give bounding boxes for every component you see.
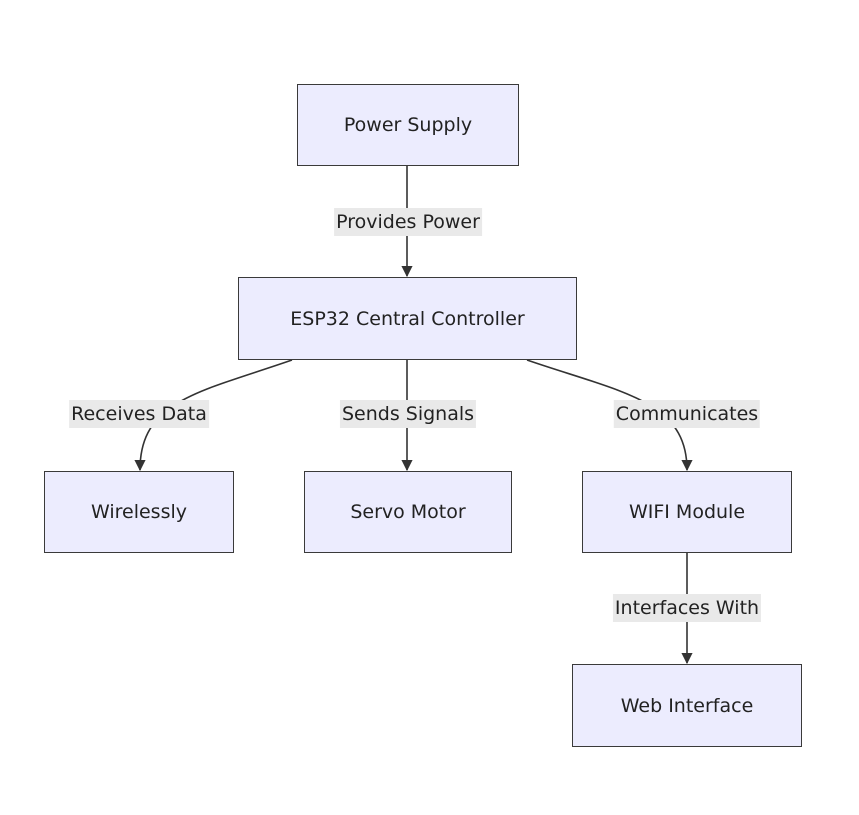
node-label: WIFI Module: [628, 501, 746, 523]
node-label: Power Supply: [343, 114, 473, 136]
node-wifi-module[interactable]: WIFI Module: [582, 471, 792, 553]
node-servo-motor[interactable]: Servo Motor: [304, 471, 512, 553]
edge-label-sends-signals: Sends Signals: [339, 400, 477, 428]
node-esp32-central-controller[interactable]: ESP32 Central Controller: [238, 277, 577, 360]
node-label: ESP32 Central Controller: [290, 307, 525, 330]
node-web-interface[interactable]: Web Interface: [572, 664, 802, 747]
node-wirelessly[interactable]: Wirelessly: [44, 471, 234, 553]
edge-label-interfaces-with: Interfaces With: [612, 594, 762, 622]
node-label: Servo Motor: [350, 501, 466, 523]
node-label: Web Interface: [620, 694, 754, 717]
edge-label-provides-power: Provides Power: [334, 208, 482, 236]
edge-label-communicates: Communicates: [613, 400, 761, 428]
node-label: Wirelessly: [90, 501, 188, 523]
edge-label-receives-data: Receives Data: [69, 400, 209, 428]
node-power-supply[interactable]: Power Supply: [297, 84, 519, 166]
